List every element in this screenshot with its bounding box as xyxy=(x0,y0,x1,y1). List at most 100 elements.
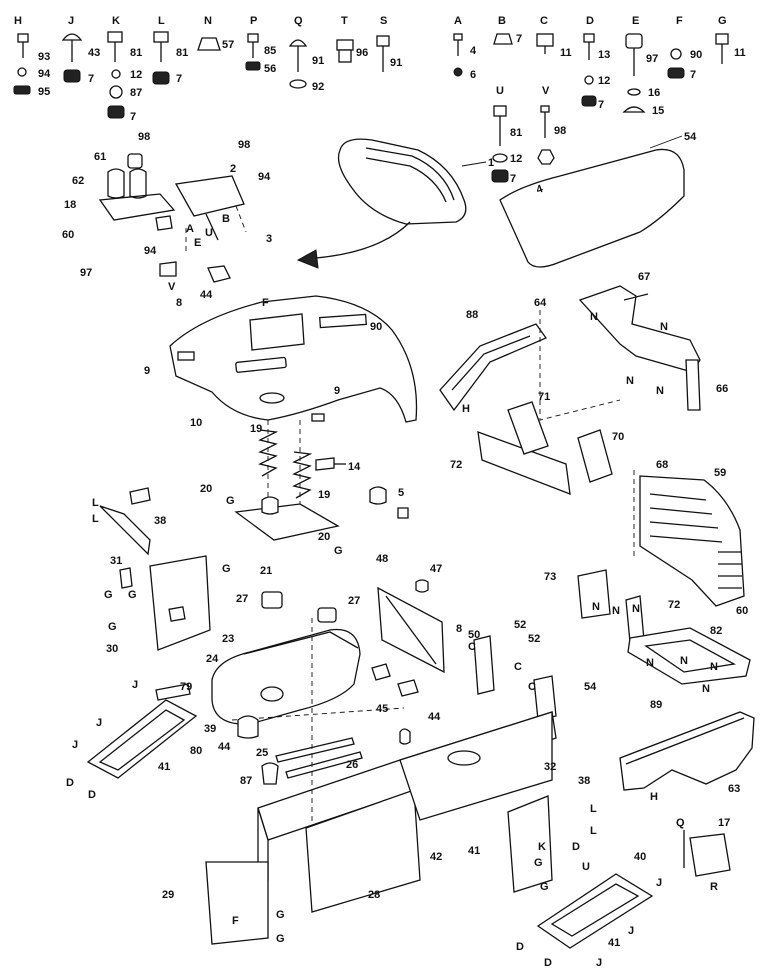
mark-N-k: N xyxy=(702,683,710,695)
callout-36: 40 xyxy=(634,851,646,863)
mark-H: H xyxy=(462,403,470,415)
callout-8-b: 8 xyxy=(456,623,462,635)
callout-13: 13 xyxy=(598,49,610,61)
hardware-header-D: D xyxy=(586,15,594,27)
callout-9-a: 9 xyxy=(144,365,150,377)
callout-79: 87 xyxy=(130,87,142,99)
callout-92: 97 xyxy=(646,53,658,65)
mark-L-b: L xyxy=(92,513,99,525)
callout-90-b: 94 xyxy=(144,245,157,257)
callout-32: 32 xyxy=(544,761,556,773)
callout-21: 21 xyxy=(260,565,272,577)
mark-F-dash: F xyxy=(262,297,269,309)
callout-81: 89 xyxy=(650,699,662,711)
mark-G-frame-d: G xyxy=(540,881,549,893)
callout-6: 6 xyxy=(470,69,476,81)
bracket-17: 17 Q R xyxy=(676,817,731,893)
side-rails-right: 88 64 67 66 H N N N N xyxy=(439,271,728,421)
callout-26: 26 xyxy=(346,759,358,771)
hardware-header-P: P xyxy=(250,15,257,27)
hardware-header-B: B xyxy=(498,15,506,27)
main-frame-28: 25 26 44 28 42 41 29 32 38 F G G G G U D… xyxy=(162,618,597,945)
callout-7-D: 7 xyxy=(598,99,604,111)
callout-67: 71 xyxy=(538,391,550,403)
callout-2: 2 xyxy=(230,163,236,175)
mark-G-frame-a: G xyxy=(276,909,285,921)
callout-65: 68 xyxy=(656,459,668,471)
hardware-column-P: P 85 56 xyxy=(245,15,276,75)
mark-G-left-a: G xyxy=(104,589,113,601)
callout-74-L: 81 xyxy=(176,47,188,59)
mark-G-frame-b: G xyxy=(276,933,285,945)
callout-58: 60 xyxy=(62,229,74,241)
mark-N-g: N xyxy=(632,603,640,615)
mark-D-d: D xyxy=(544,957,552,969)
skid-plate-76: 82 N N N N xyxy=(627,625,751,695)
mark-H-b: H xyxy=(650,791,658,803)
callout-52: 56 xyxy=(264,63,276,75)
callout-66: 70 xyxy=(612,431,624,443)
callout-3: 3 xyxy=(266,233,272,245)
callout-74-K: 81 xyxy=(130,47,142,59)
mark-T: U xyxy=(205,227,213,239)
mark-D-frame: D xyxy=(572,841,580,853)
mark-R: R xyxy=(710,881,718,893)
callout-16: 16 xyxy=(648,87,660,99)
hardware-header-C: C xyxy=(540,15,548,27)
callout-49: 54 xyxy=(584,681,597,693)
callout-33-a: 38 xyxy=(154,515,166,527)
mark-K: K xyxy=(538,841,546,853)
hardware-header-Q: Q xyxy=(294,15,303,27)
callout-14: 14 xyxy=(348,461,361,473)
callout-54: 57 xyxy=(222,39,234,51)
callout-7-K: 7 xyxy=(130,111,136,123)
callout-10: 10 xyxy=(190,417,202,429)
callout-38-b: 41 xyxy=(608,937,620,949)
callout-38-a: 41 xyxy=(158,761,170,773)
mark-N-b: N xyxy=(626,375,634,387)
hardware-header-V: V xyxy=(542,85,550,97)
callout-73: 80 xyxy=(190,745,202,757)
callout-18: 18 xyxy=(64,199,76,211)
callout-64: 67 xyxy=(638,271,650,283)
callout-27-a: 27 xyxy=(236,593,248,605)
mark-G-col-a: G xyxy=(226,495,235,507)
fuel-tank-23: 27 27 23 24 xyxy=(206,591,361,725)
callout-9-b: 9 xyxy=(334,385,340,397)
fender-hood-50: 4 54 xyxy=(499,131,697,268)
hardware-column-S: S 91 xyxy=(376,15,402,72)
footrest-left-38: 79 39 80 41 44 87 J J J D D xyxy=(66,679,279,801)
callout-12-D: 12 xyxy=(598,75,610,87)
mark-J-a: J xyxy=(132,679,138,691)
callout-95: 97 xyxy=(80,267,92,279)
mark-N-h: N xyxy=(646,657,654,669)
callout-28: 28 xyxy=(368,889,380,901)
hardware-column-H: H 93 94 95 xyxy=(13,15,51,98)
mark-N-e: N xyxy=(592,601,600,613)
callout-29: 29 xyxy=(162,889,174,901)
callout-41: 42 xyxy=(430,851,442,863)
mark-N-f: N xyxy=(612,605,620,617)
callout-31: 31 xyxy=(110,555,122,567)
hardware-column-A: A 4 6 xyxy=(453,15,477,81)
callout-24: 24 xyxy=(206,653,219,665)
center-panel-47: 48 47 45 xyxy=(371,553,445,715)
left-panel-30: 38 31 30 L L G G G G xyxy=(92,487,231,655)
callout-76: 82 xyxy=(710,625,722,637)
hardware-column-T: T 96 xyxy=(336,15,368,63)
callout-85: 90 xyxy=(690,49,702,61)
mark-C-b: C xyxy=(514,661,522,673)
hardware-column-F: F 90 7 xyxy=(667,15,702,81)
hardware-column-G: G 11 xyxy=(715,15,746,64)
callout-37: 43 xyxy=(88,47,100,59)
callout-39: 41 xyxy=(468,845,480,857)
callout-44: 45 xyxy=(376,703,388,715)
mark-G-frame-c: G xyxy=(534,857,543,869)
callout-72: 79 xyxy=(180,681,192,693)
mark-J-c: J xyxy=(72,739,78,751)
hardware-column-B: B 7 xyxy=(493,15,522,45)
mark-N-j: N xyxy=(710,661,718,673)
callout-48-b: 52 xyxy=(528,633,540,645)
callout-42-a: 44 xyxy=(200,289,213,301)
mark-C-c: C xyxy=(528,681,536,693)
